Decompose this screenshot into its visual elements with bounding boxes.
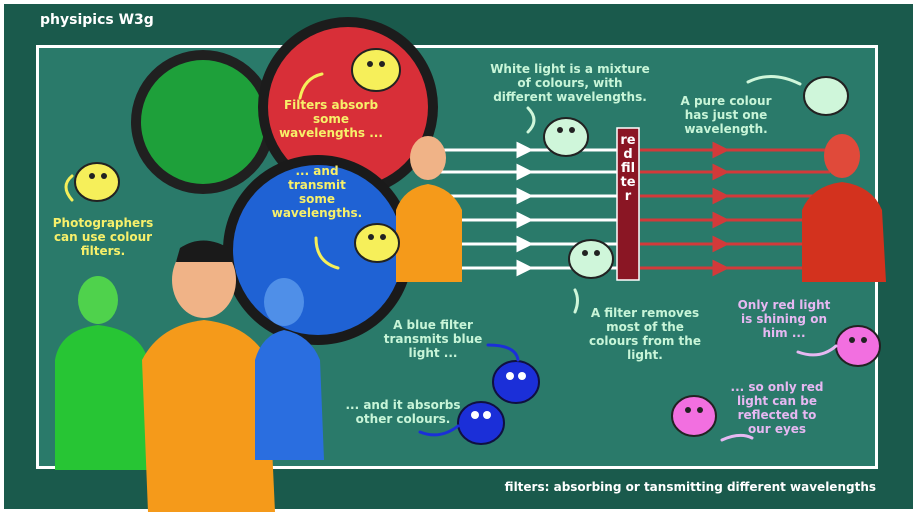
caption-blue-transmits: A blue filter transmits blue light ... <box>383 318 483 360</box>
red-filter-label: red filter <box>620 133 636 204</box>
caption-absorbs-other: ... and it absorbs other colours. <box>345 398 461 426</box>
blob-pink-upper <box>835 325 881 367</box>
blob-mint-mid <box>568 239 614 279</box>
orange-person <box>142 240 275 512</box>
caption-white-light: White light is a mixture of colours, wit… <box>490 62 650 104</box>
blob-mint-right <box>803 76 849 116</box>
caption-only-red-reflected: ... so only red light can be reflected t… <box>730 380 824 436</box>
blob-yellow-left <box>74 162 120 202</box>
blue-person <box>255 278 324 460</box>
blob-blue-upper <box>492 360 540 404</box>
blob-yellow-top <box>351 48 401 92</box>
caption-and-transmit: ... and transmit some wavelengths. <box>271 164 363 220</box>
green-person <box>55 276 150 470</box>
blob-mint-top <box>543 117 589 157</box>
center-person <box>396 136 462 282</box>
brand-title: physipics W3g <box>40 12 154 28</box>
pointer-lines <box>64 72 838 442</box>
blob-blue-lower <box>457 401 505 445</box>
footer-caption: filters: absorbing or tansmitting differ… <box>504 480 876 494</box>
caption-filter-removes: A filter removes most of the colours fro… <box>589 306 701 362</box>
red-person <box>802 134 886 282</box>
red-filter-bar <box>616 127 640 281</box>
blob-pink-lower <box>671 395 717 437</box>
caption-filters-absorb: Filters absorb some wavelengths ... <box>279 98 383 140</box>
caption-only-red-shining: Only red light is shining on him ... <box>737 298 831 340</box>
red-light-rays <box>640 141 830 277</box>
caption-photographers: Photographers can use colour filters. <box>52 216 154 258</box>
blob-yellow-mid <box>354 223 400 263</box>
green-filter-disc <box>131 50 275 194</box>
caption-pure-colour: A pure colour has just one wavelength. <box>680 94 772 136</box>
